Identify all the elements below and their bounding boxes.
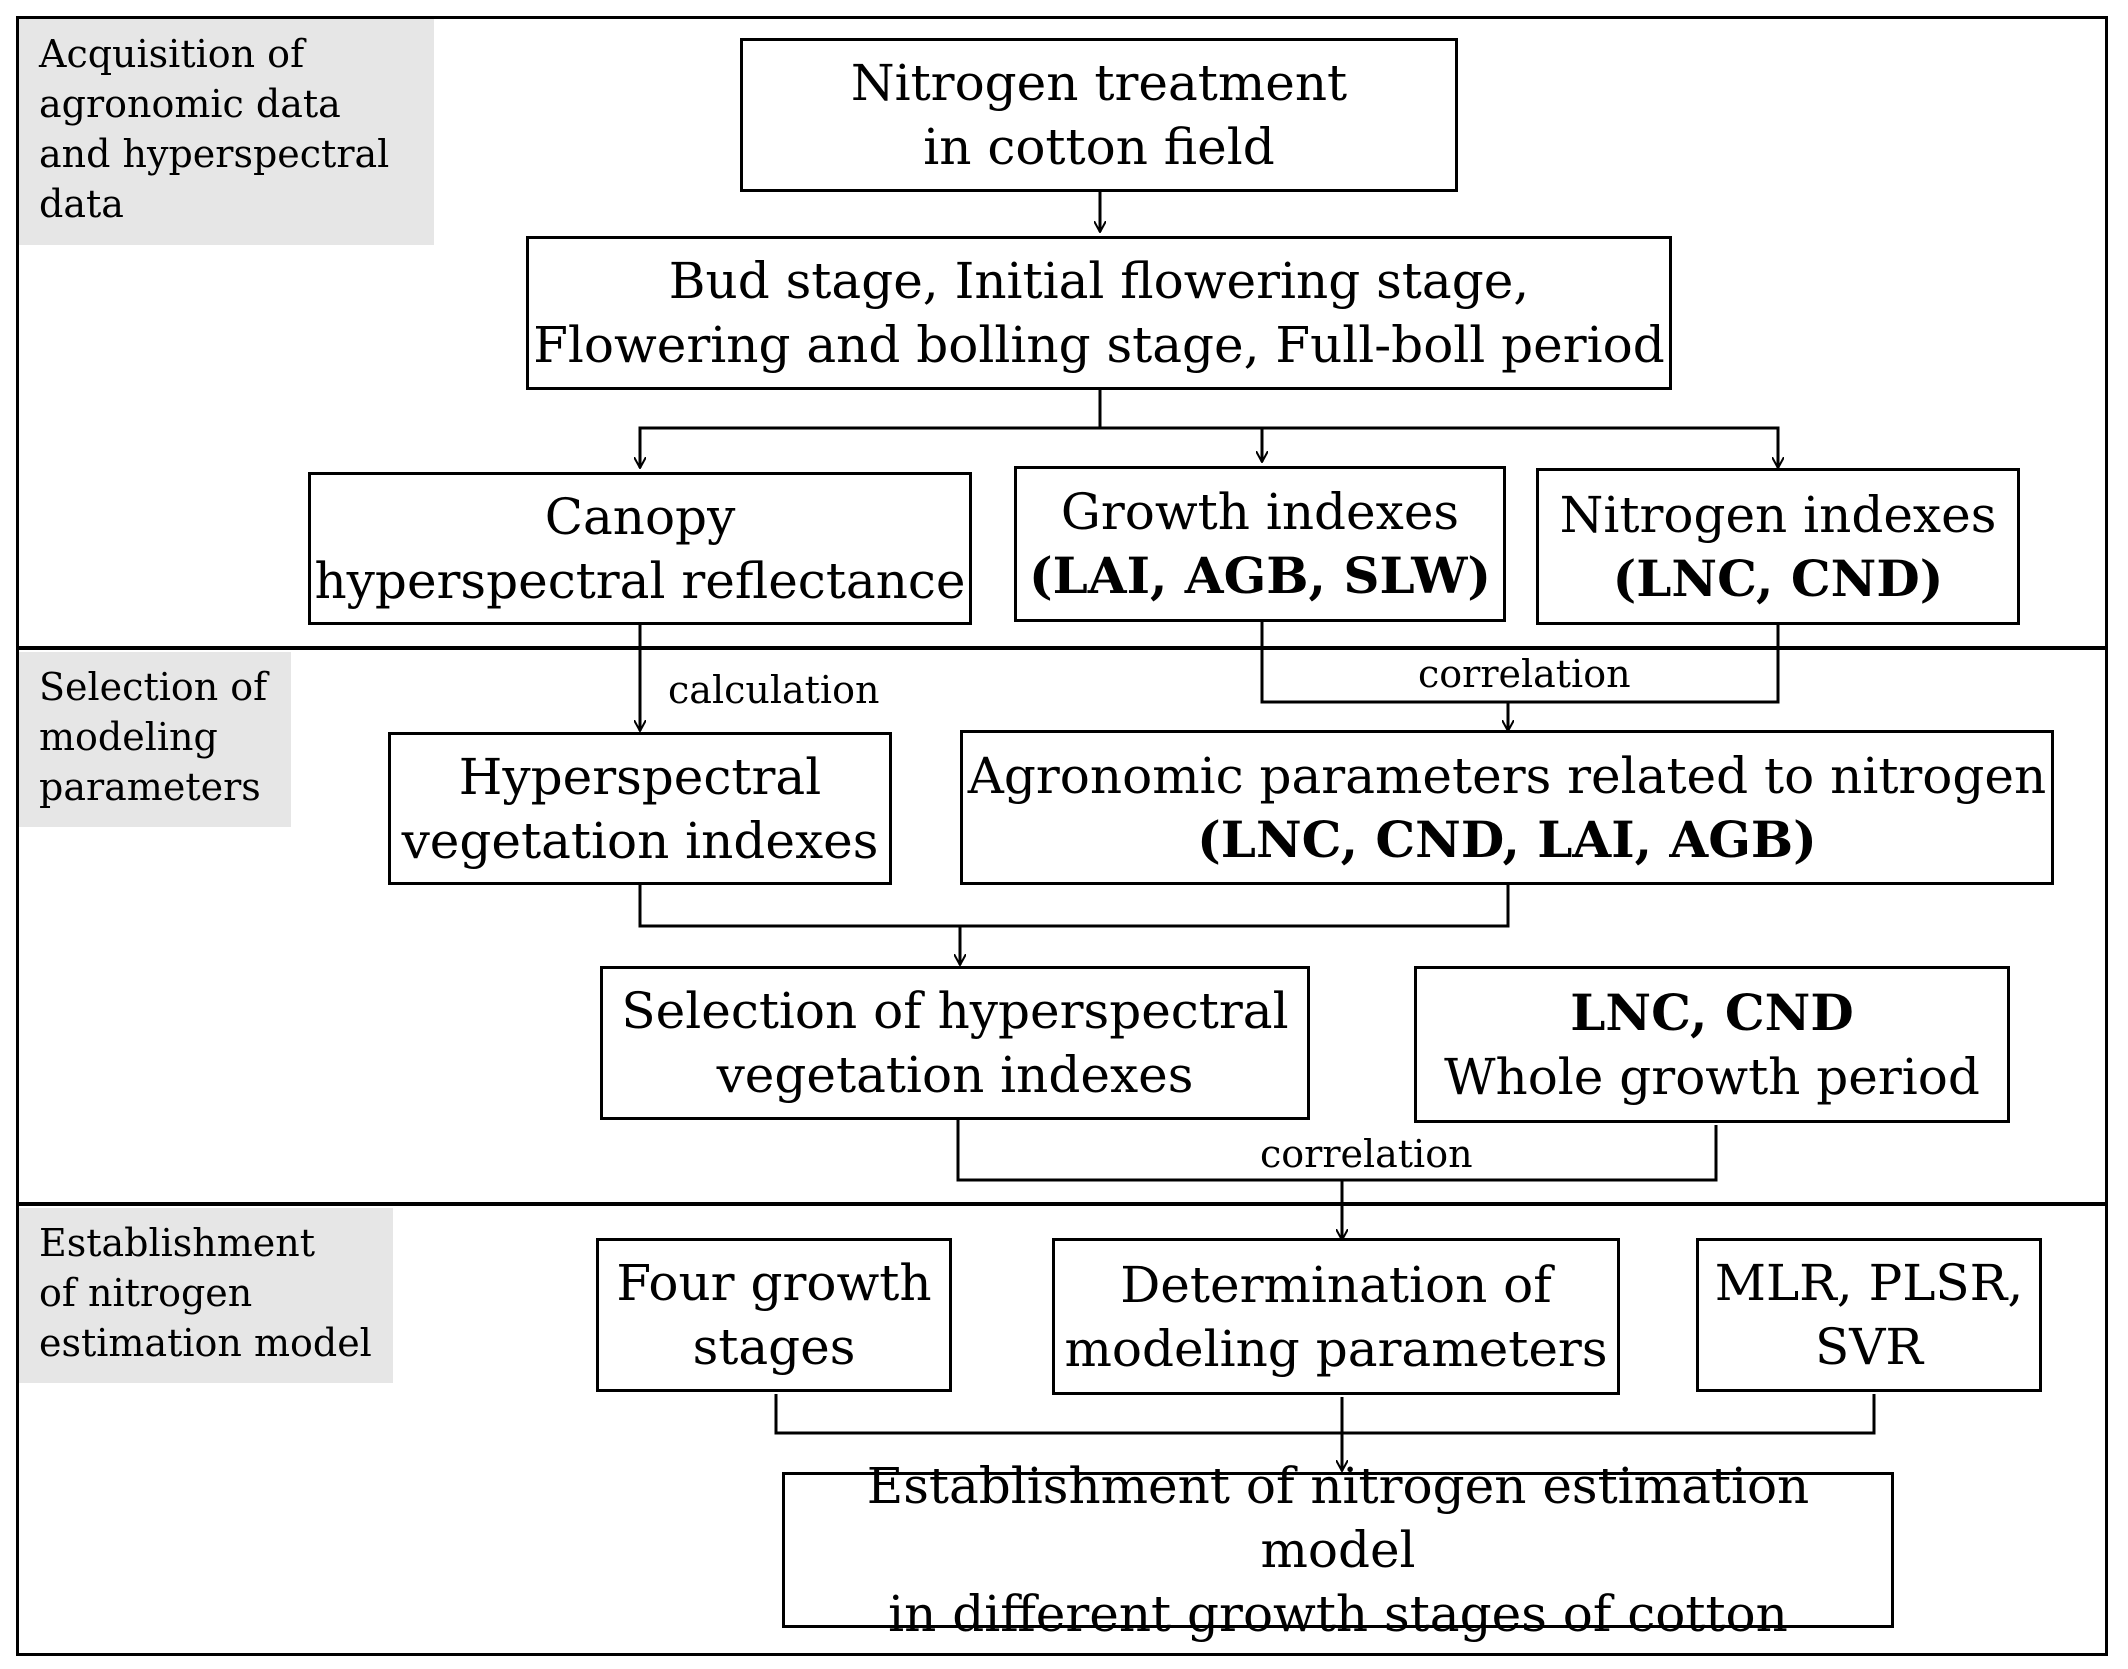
edge-label-calculation: calculation <box>668 668 880 712</box>
edge-label-correlation-2: correlation <box>1260 1132 1473 1176</box>
correlation-bracket-1 <box>1260 622 1780 704</box>
node-nitrogen-treatment: Nitrogen treatment in cotton field <box>740 38 1458 192</box>
node-text: Selection of hyperspectral <box>621 982 1289 1040</box>
node-text-bold: LNC, CND <box>1570 982 1854 1042</box>
node-text: vegetation indexes <box>716 1046 1194 1104</box>
node-lnc-cnd: LNC, CND Whole growth period <box>1414 966 2010 1123</box>
node-text: Nitrogen indexes <box>1559 485 1997 544</box>
section-label-acquisition: Acquisition of agronomic data and hypers… <box>19 19 434 245</box>
diagram-frame <box>16 16 2108 1656</box>
node-text-bold: (LNC, CND, LAI, AGB) <box>1197 809 1817 869</box>
node-text: modeling parameters <box>1064 1319 1608 1378</box>
arrow-stages-to-nitrogen <box>1262 426 1778 468</box>
node-text: stages <box>692 1318 856 1376</box>
node-text: Establishment of nitrogen estimation mod… <box>866 1457 1810 1579</box>
node-four-growth-stages: Four growth stages <box>596 1238 952 1392</box>
node-text: Canopy <box>544 487 736 546</box>
node-text: in different growth stages of cotton <box>888 1585 1788 1643</box>
node-text: Hyperspectral <box>458 747 822 806</box>
node-text-bold: (LAI, AGB, SLW) <box>1028 546 1492 605</box>
node-growth-indexes: Growth indexes (LAI, AGB, SLW) <box>1014 466 1506 622</box>
section-divider-1 <box>16 646 2108 650</box>
node-text: vegetation indexes <box>401 811 879 870</box>
node-selection-hvi: Selection of hyperspectral vegetation in… <box>600 966 1310 1120</box>
node-text: Nitrogen treatment <box>850 54 1348 112</box>
node-text: MLR, PLSR, <box>1714 1254 2024 1312</box>
node-text: Growth indexes <box>1060 483 1460 541</box>
merge-bracket <box>638 883 1510 928</box>
node-text: Four growth <box>616 1254 932 1312</box>
node-text: in cotton field <box>923 118 1275 176</box>
node-nitrogen-indexes: Nitrogen indexes (LNC, CND) <box>1536 468 2020 625</box>
node-canopy-reflectance: Canopy hyperspectral reflectance <box>308 472 972 625</box>
edge-label-correlation-1: correlation <box>1418 652 1631 696</box>
node-methods: MLR, PLSR, SVR <box>1696 1238 2042 1392</box>
correlation-bracket-2 <box>956 1120 1718 1182</box>
node-hyperspectral-vi: Hyperspectral vegetation indexes <box>388 732 892 885</box>
section-label-establishment: Establishment of nitrogen estimation mod… <box>19 1208 393 1383</box>
node-final-model: Establishment of nitrogen estimation mod… <box>782 1457 1894 1643</box>
node-text: Agronomic parameters related to nitrogen <box>967 746 2047 805</box>
node-growth-stages: Bud stage, Initial flowering stage, Flow… <box>526 236 1672 390</box>
node-text: Bud stage, Initial flowering stage, <box>668 252 1530 310</box>
node-text: Determination of <box>1120 1255 1552 1314</box>
node-text: SVR <box>1814 1318 1923 1376</box>
node-text-bold: (LNC, CND) <box>1612 548 1944 608</box>
section-label-selection: Selection of modeling parameters <box>19 652 291 827</box>
node-text: Whole growth period <box>1444 1047 1980 1106</box>
arrow-stages-to-canopy <box>640 390 1102 468</box>
section-divider-2 <box>16 1202 2108 1206</box>
arrow-stages-to-growth <box>1100 426 1262 462</box>
node-determination: Determination of modeling parameters <box>1052 1238 1620 1395</box>
node-text: Flowering and bolling stage, Full-boll p… <box>533 316 1665 374</box>
node-text: hyperspectral reflectance <box>314 551 966 610</box>
merge-bracket-2 <box>774 1394 1876 1435</box>
node-agronomic-parameters: Agronomic parameters related to nitrogen… <box>960 730 2054 885</box>
